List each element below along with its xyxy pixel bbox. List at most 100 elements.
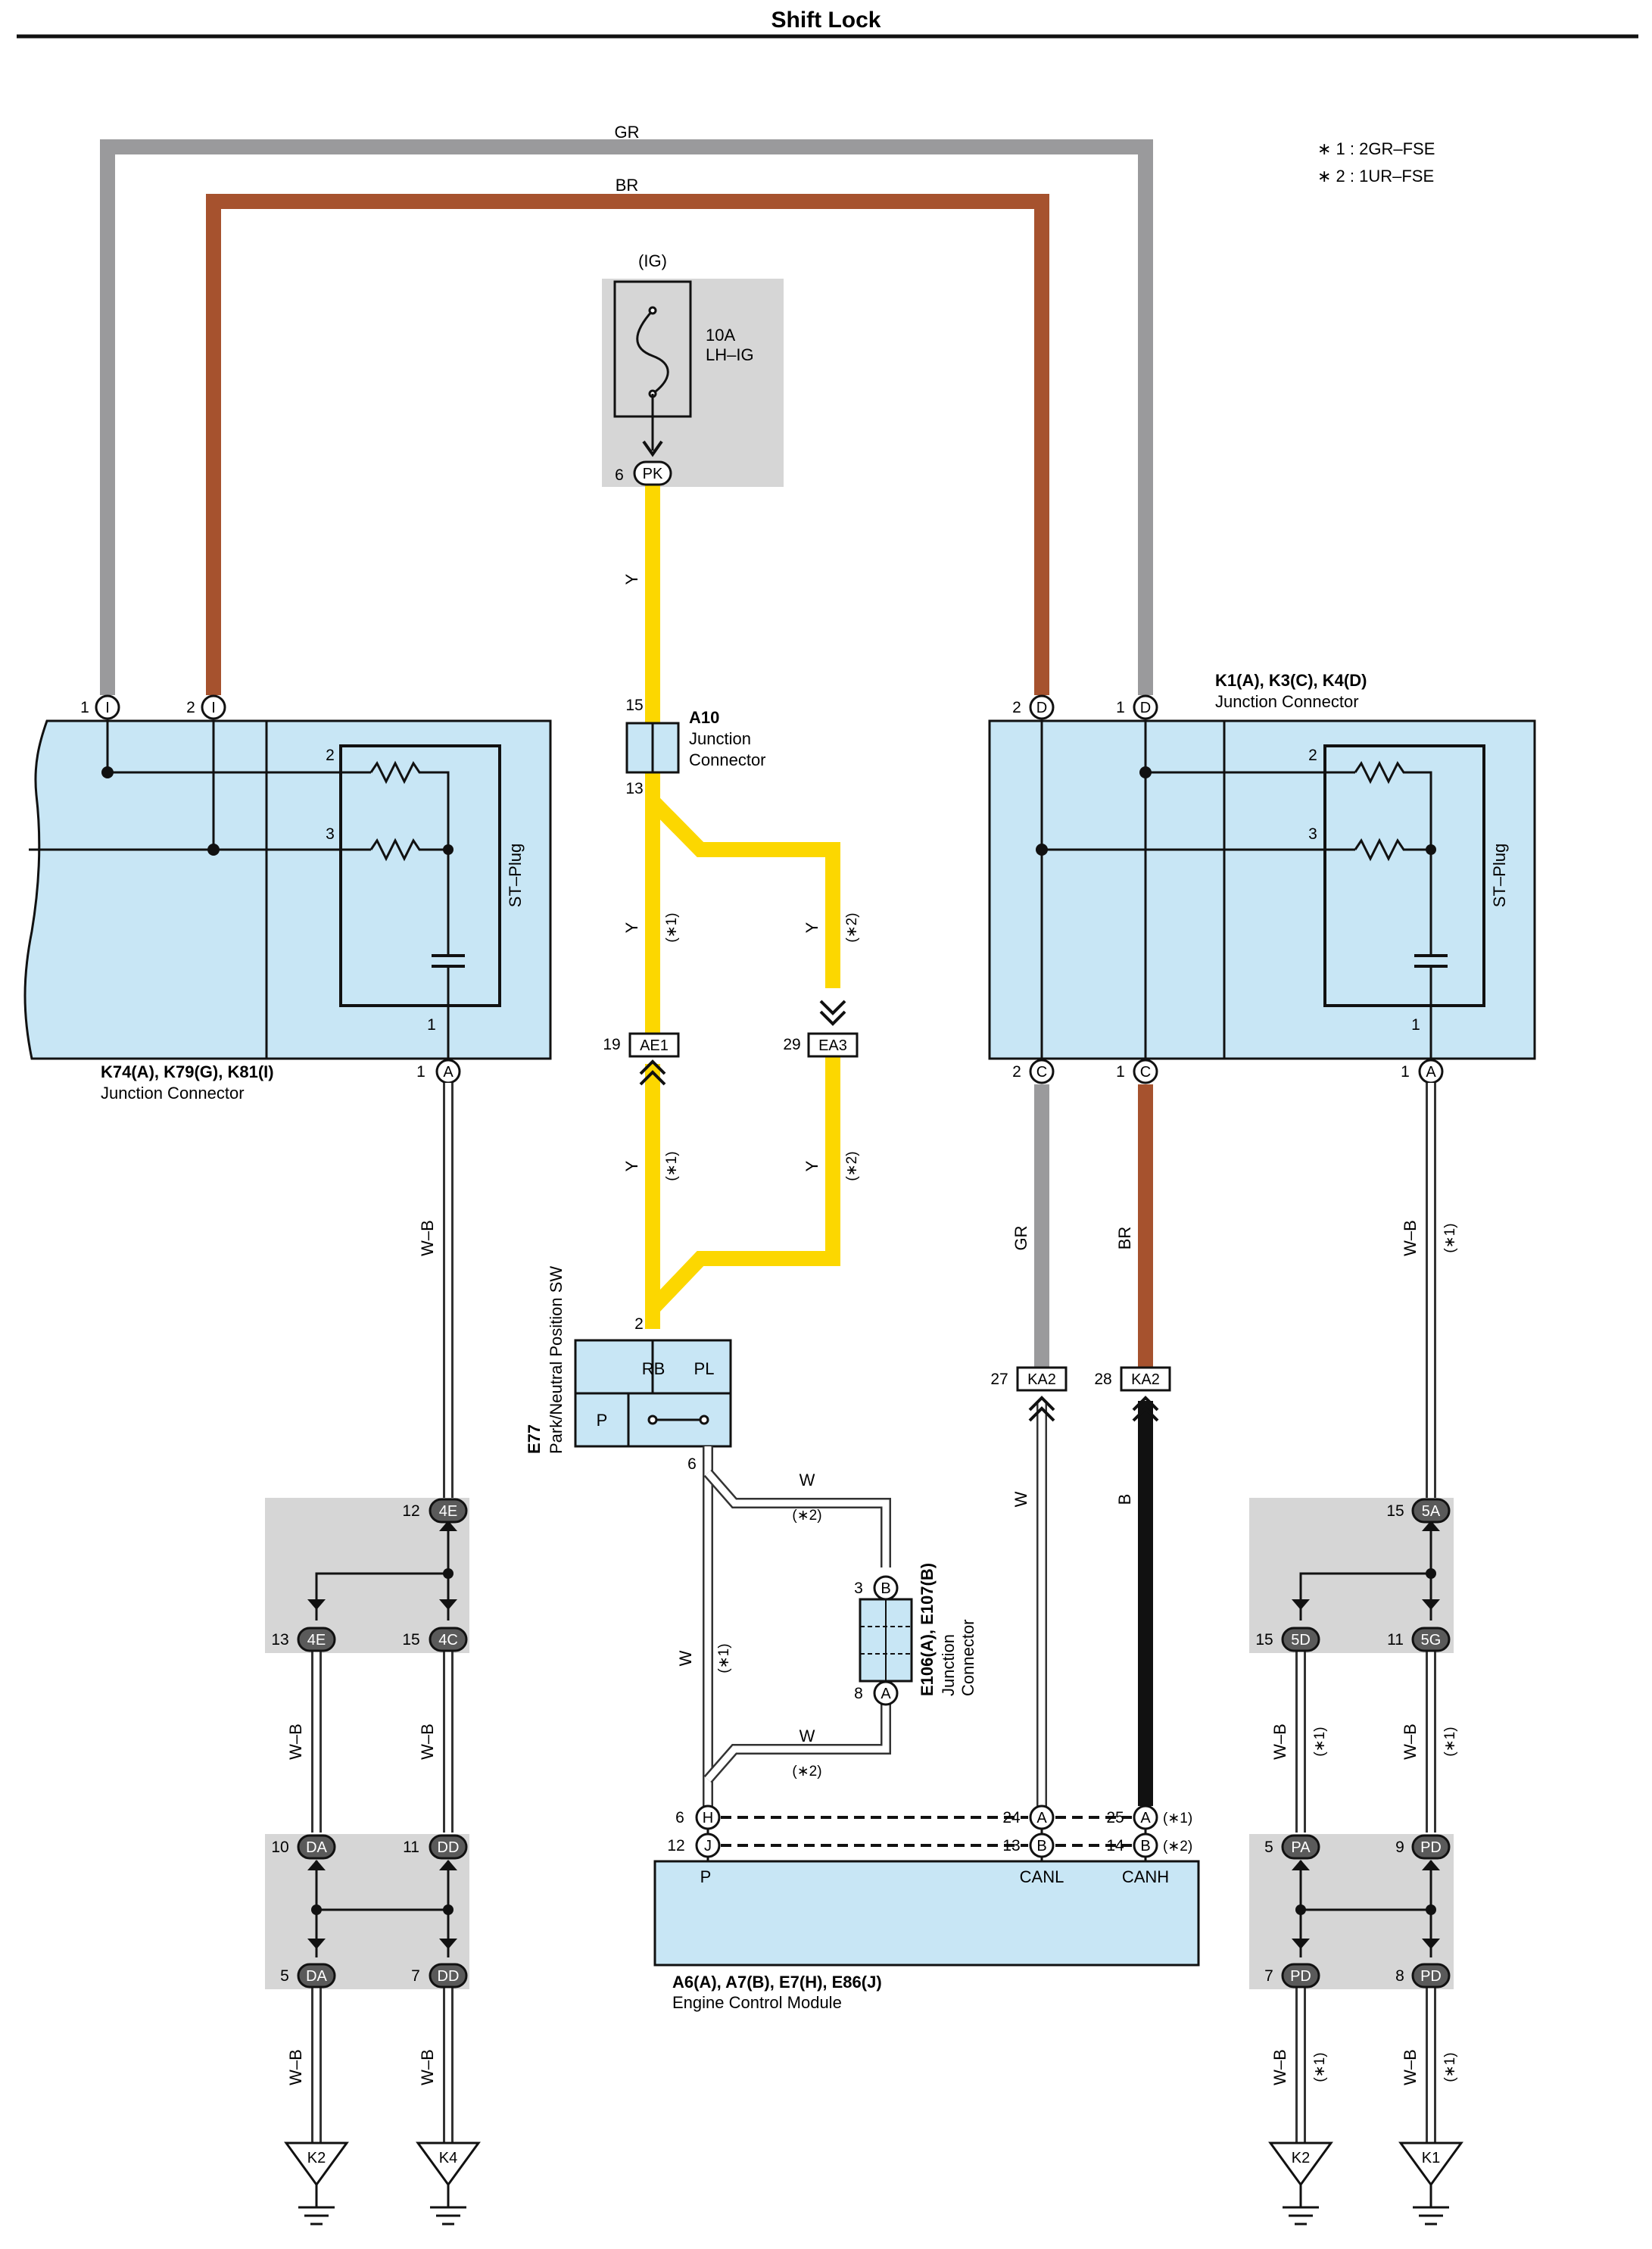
ecm-terminal-canh-a-label: A xyxy=(1140,1810,1151,1826)
right-top-terminal-1-label: D xyxy=(1036,700,1047,716)
left-int-pin-1: 1 xyxy=(427,1016,436,1034)
ae1-label: AE1 xyxy=(640,1037,669,1054)
right-j-bot-pin-2: 8 xyxy=(1395,1967,1404,1985)
left-j-bot-terminal-2-label: DD xyxy=(438,1968,460,1985)
wire-label-wb-4: W–B xyxy=(286,2049,305,2085)
ae1-pin: 19 xyxy=(603,1036,620,1053)
left-splice-top-pin: 12 xyxy=(402,1502,419,1520)
wire-label-y-2: Y xyxy=(622,922,641,933)
wire-label-y-5: Y xyxy=(803,1160,821,1171)
ecm-pin-12: 12 xyxy=(667,1837,684,1854)
left-j-top-terminal-1-label: DA xyxy=(306,1839,327,1856)
right-j-bot-terminal-1 xyxy=(1281,1963,1320,1989)
ka2-arrow-2-icon xyxy=(1132,1396,1159,1422)
e106-name-2: Connector xyxy=(958,1619,977,1696)
left-splice-area-1 xyxy=(265,1498,469,1653)
a10-pin-top: 15 xyxy=(625,697,643,714)
e77-pin-bottom: 6 xyxy=(687,1455,697,1473)
ecm-note-2: (∗2) xyxy=(1163,1839,1192,1854)
left-j-top-terminal-1 xyxy=(297,1834,336,1860)
right-splice-mid-terminal-2 xyxy=(1411,1627,1451,1652)
ea3-connector xyxy=(807,1032,859,1058)
ae1-arrow-icon xyxy=(639,1059,666,1086)
wire-label-w-2: W xyxy=(676,1650,695,1666)
wire-br-top xyxy=(206,194,1049,695)
right-j-bot-pin-1: 7 xyxy=(1264,1967,1273,1985)
left-splice-1-wiring xyxy=(307,1521,457,1620)
right-splice-area-2 xyxy=(1249,1834,1454,1989)
fuse-rating: 10A xyxy=(706,326,735,345)
ecm-pin-25: 25 xyxy=(1106,1809,1124,1826)
wire-label-br-top: BR xyxy=(616,176,639,195)
fuse-icon xyxy=(636,309,669,395)
left-splice-2-wiring xyxy=(307,1860,457,1957)
wire-label-wb-2: W–B xyxy=(286,1723,305,1760)
right-j-top-terminal-2-label: PD xyxy=(1420,1839,1442,1856)
ea3-pin: 29 xyxy=(783,1036,800,1053)
wire-label-wb-10: W–B xyxy=(1401,2049,1420,2085)
right-bottom-terminal-2-label: C xyxy=(1140,1064,1151,1081)
wire-label-wb-8: W–B xyxy=(1401,1723,1420,1760)
right-top-terminal-1 xyxy=(1029,694,1055,720)
ground-k2-right-icon xyxy=(1268,2141,1333,2226)
ground-k4-label: K4 xyxy=(439,2150,457,2166)
ecm-terminal-canl-b-label: B xyxy=(1036,1838,1046,1854)
left-top-terminal-1-label: I xyxy=(105,700,110,716)
left-junction-connector xyxy=(23,719,552,1060)
right-top-terminal-2-label: D xyxy=(1140,700,1151,716)
ground-k2-left-label: K2 xyxy=(307,2150,326,2166)
ecm-terminal-canh-a xyxy=(1133,1805,1158,1830)
wire-note-wb-8: (∗1) xyxy=(1442,1727,1458,1756)
ae1-connector xyxy=(628,1032,680,1058)
wire-y-ea3-e77 xyxy=(647,1056,840,1314)
ecm-terminal-j-label: J xyxy=(704,1838,712,1854)
right-splice-top-terminal-label: 5A xyxy=(1422,1503,1441,1520)
e106-pin-top: 3 xyxy=(854,1580,863,1597)
left-top-pin-2: 2 xyxy=(186,699,195,716)
right-j-bot-terminal-2-label: PD xyxy=(1420,1968,1442,1985)
left-st-plug-box xyxy=(339,744,501,1007)
wire-note-w-1: (∗2) xyxy=(792,1508,821,1524)
right-int-pin-1: 1 xyxy=(1411,1016,1420,1034)
left-splice-mid-terminal-1-label: 4E xyxy=(307,1632,326,1649)
right-bottom-pin-3: 1 xyxy=(1401,1063,1410,1081)
wire-w-e106-ecm xyxy=(705,1704,890,1782)
wire-note-y-2: (∗1) xyxy=(664,912,680,942)
e106-terminal-top-label: B xyxy=(881,1580,890,1597)
ecm-pin-14: 14 xyxy=(1106,1837,1124,1854)
left-splice-mid-terminal-1 xyxy=(297,1627,336,1652)
e77-p: P xyxy=(597,1411,608,1430)
left-j-top-pin-2: 11 xyxy=(403,1839,419,1856)
ecm-id: A6(A), A7(B), E7(H), E86(J) xyxy=(672,1973,882,1992)
ecm-canl: CANL xyxy=(1020,1867,1064,1886)
wire-label-w-4: W xyxy=(1011,1491,1030,1507)
right-st-plug-box xyxy=(1323,744,1485,1007)
wire-label-b-1: B xyxy=(1115,1494,1134,1505)
wire-note-wb-9: (∗1) xyxy=(1312,2052,1328,2082)
wire-label-y-4: Y xyxy=(622,1160,641,1171)
ecm-terminal-h xyxy=(695,1805,721,1830)
right-splice-1-wiring xyxy=(1292,1521,1440,1620)
right-junction-connector xyxy=(988,719,1536,1060)
wire-label-wb-5: W–B xyxy=(418,2049,437,2085)
ecm-terminal-canl-b xyxy=(1029,1833,1055,1858)
right-splice-mid-pin-2: 11 xyxy=(1387,1631,1404,1649)
ecm-terminal-canl-a-label: A xyxy=(1036,1810,1047,1826)
wire-label-wb-6: W–B xyxy=(1401,1220,1420,1256)
a10-name-1: Junction xyxy=(689,729,751,748)
right-resistor-1 xyxy=(1354,760,1432,852)
right-bottom-terminal-1 xyxy=(1029,1059,1055,1084)
left-splice-mid-pin-2: 15 xyxy=(402,1631,419,1649)
left-j-bot-pin-1: 5 xyxy=(280,1967,289,1985)
ecm-terminal-canh-b-label: B xyxy=(1140,1838,1150,1854)
ka2-pin-1: 27 xyxy=(990,1371,1008,1388)
right-bottom-pin-1: 2 xyxy=(1012,1063,1021,1081)
right-j-top-terminal-2 xyxy=(1411,1834,1451,1860)
left-splice-area-2 xyxy=(265,1834,469,1989)
right-int-pin-2: 2 xyxy=(1308,747,1317,764)
right-bottom-terminal-1-label: C xyxy=(1036,1064,1047,1081)
e106-pin-bottom: 8 xyxy=(854,1685,863,1702)
left-splice-mid-pin-1: 13 xyxy=(271,1631,288,1649)
e77-pin-top: 2 xyxy=(634,1315,644,1333)
